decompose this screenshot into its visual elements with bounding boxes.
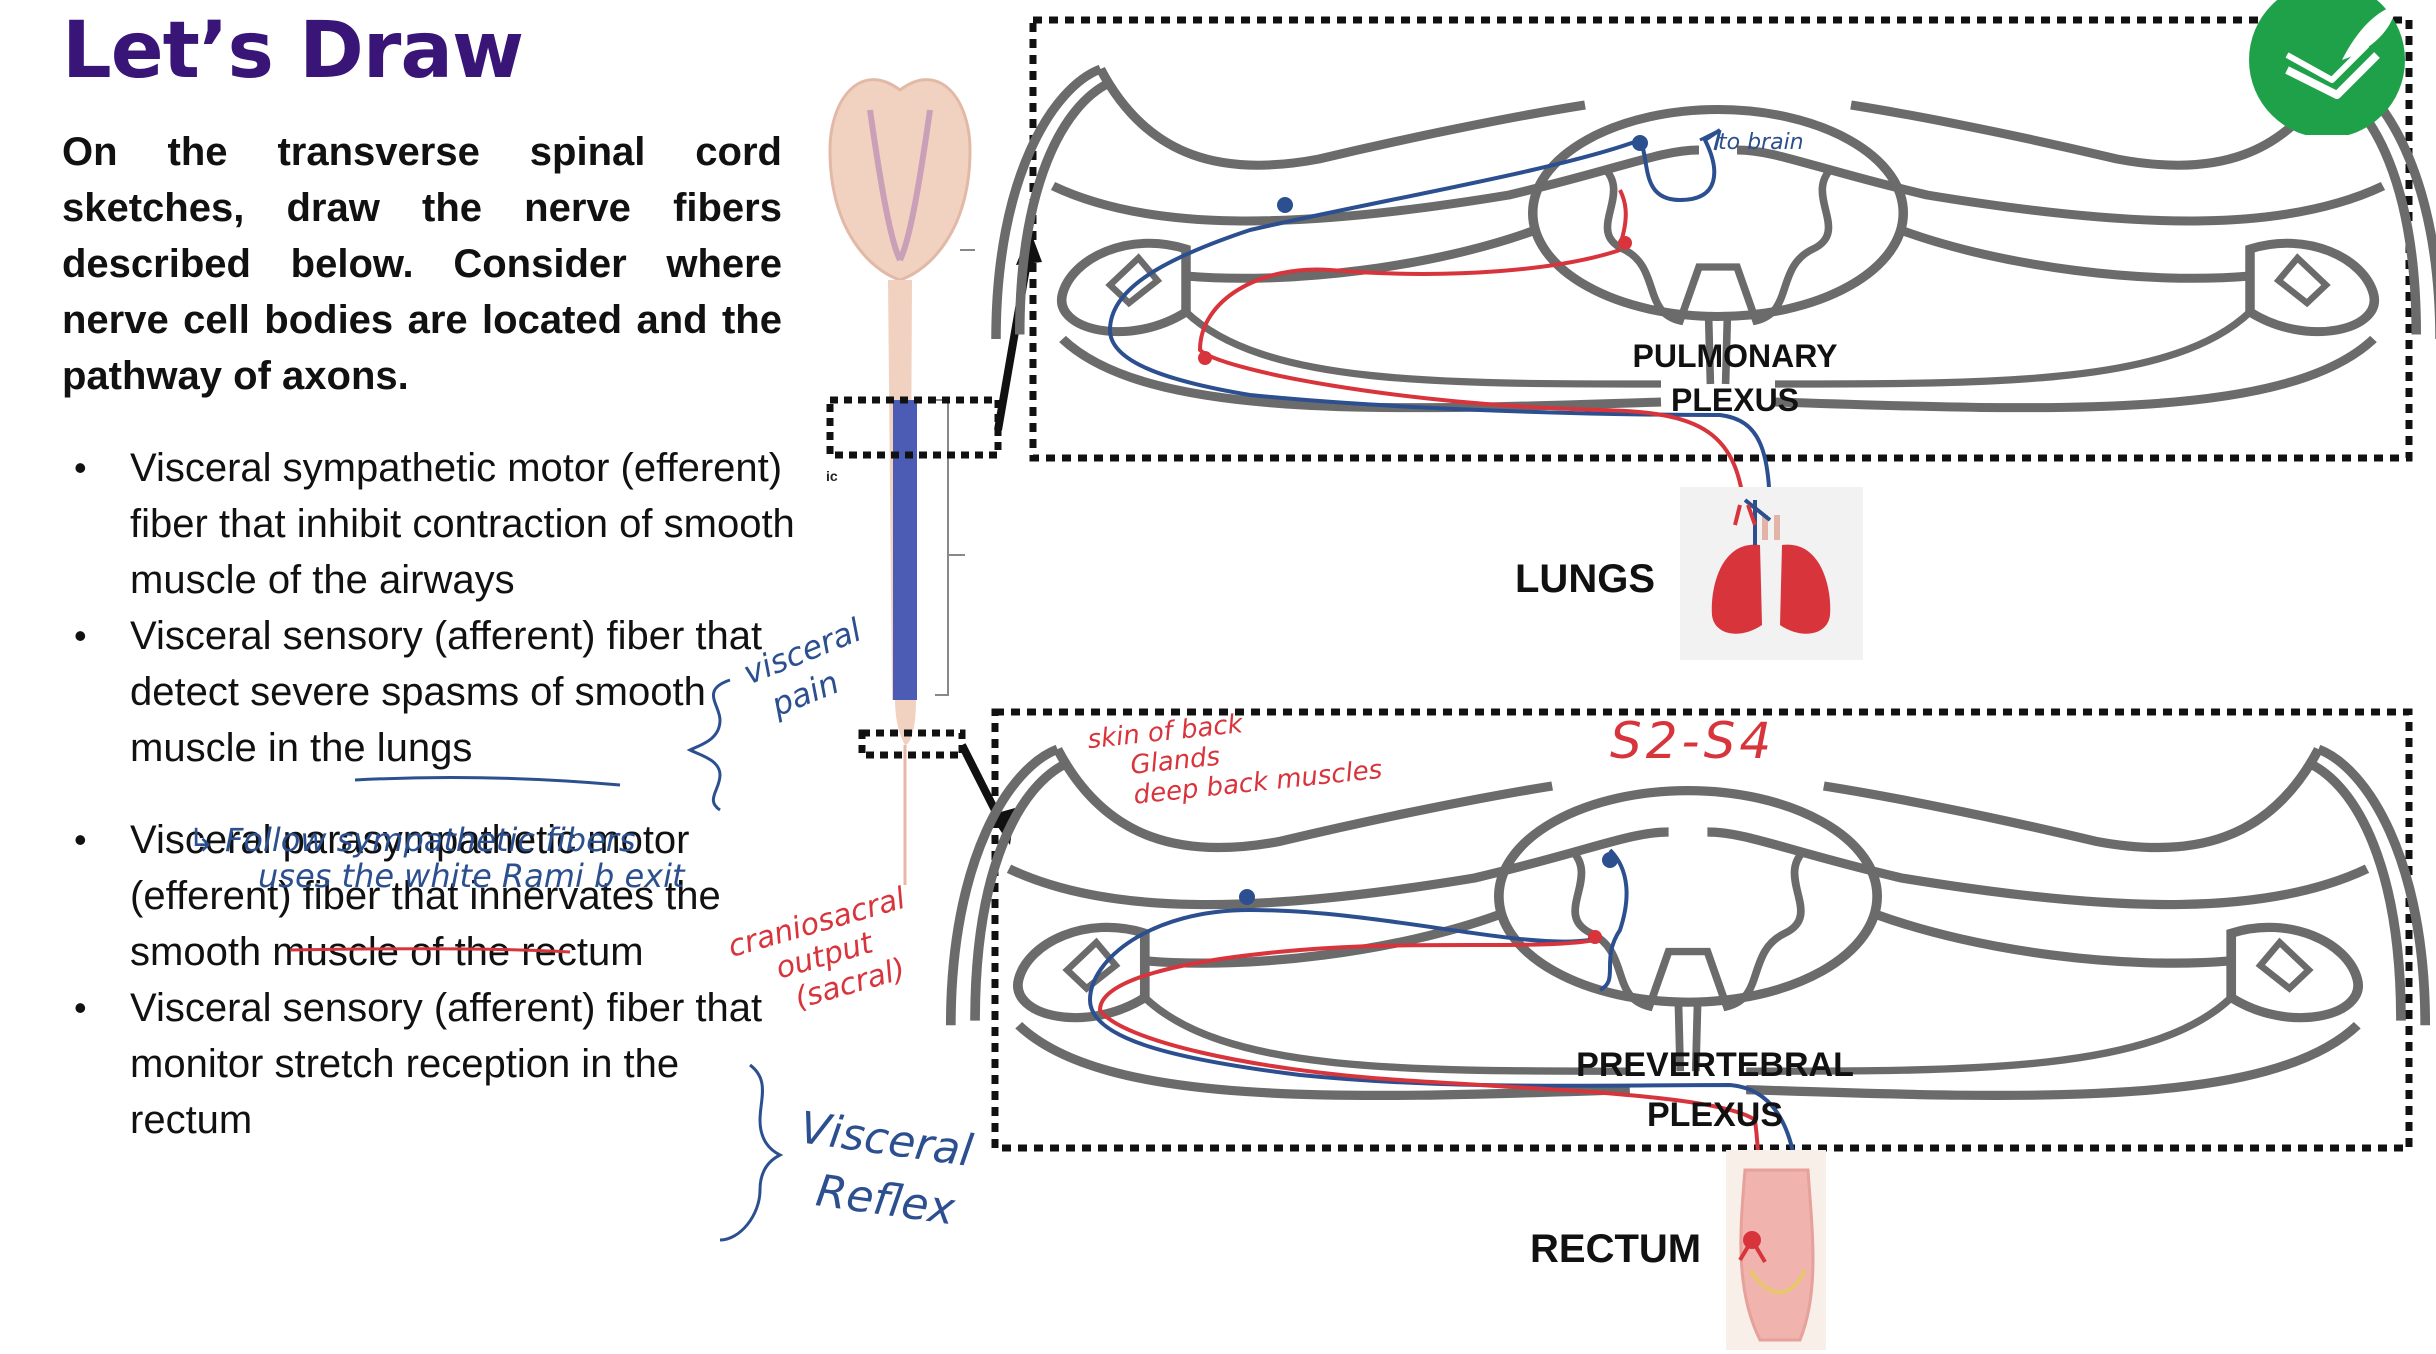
rectum-label: RECTUM <box>1530 1227 1702 1271</box>
to-brain-annotation: to brain <box>1718 130 1804 155</box>
annotation-line: ↳ Follow sympathetic fibers <box>188 821 636 859</box>
plexus-label-line: PLEXUS <box>1670 382 1800 418</box>
slide-title: Let’s Draw <box>62 6 524 96</box>
prevertebral-plexus-label: PREVERTEBRAL PLEXUS <box>1565 1040 1865 1140</box>
bullet-dot: • <box>74 987 87 1028</box>
top-diagram-frame <box>1029 16 2413 462</box>
bullet-dot: • <box>74 447 87 488</box>
notes-app-logo-icon[interactable] <box>2247 0 2417 135</box>
plexus-label-line: PULMONARY <box>1632 338 1838 374</box>
underline-mark <box>354 776 621 787</box>
underline-mark <box>289 947 571 954</box>
follow-sympathetic-annotation: ↳ Follow sympathetic fibers uses the whi… <box>188 822 685 894</box>
plexus-label-line: PREVERTEBRAL <box>1576 1046 1854 1084</box>
lungs-label: LUNGS <box>1515 557 1655 601</box>
instruction-text: On the transverse spinal cord sketches, … <box>62 130 782 398</box>
bullet-item: • Visceral sensory (afferent) fiber that … <box>62 980 802 1148</box>
lower-region-marker <box>858 729 966 759</box>
plexus-label-line: PLEXUS <box>1646 1096 1784 1134</box>
bullet-text: Visceral sensory (afferent) fiber that m… <box>130 986 763 1142</box>
lungs-illustration-icon <box>1680 487 1863 660</box>
rectum-illustration-icon <box>1726 1150 1826 1350</box>
bullet-text: Visceral sensory (afferent) fiber that d… <box>130 614 763 770</box>
bullet-dot: • <box>74 615 87 656</box>
spinal-level-annotation: S2-S4 <box>1610 712 1776 770</box>
top-nerve-pathways <box>1107 128 1782 535</box>
cropped-figure-label: ic <box>826 468 838 484</box>
bullet-item: • Visceral sympathetic motor (efferent) f… <box>62 440 802 608</box>
pulmonary-plexus-label: PULMONARY PLEXUS <box>1600 334 1870 422</box>
visceral-reflex-annotation: Visceral Reflex <box>787 1098 976 1241</box>
bottom-diagram-frame <box>991 708 2413 1152</box>
spinal-cord-illustration-icon <box>828 78 975 885</box>
annotation-line: uses the white Rami b exit <box>258 857 685 895</box>
bullet-item: • Visceral sensory (afferent) fiber that … <box>62 608 802 776</box>
bullet-dot: • <box>74 819 87 860</box>
upper-region-marker <box>826 396 1002 459</box>
bullet-list: • Visceral sympathetic motor (efferent) f… <box>62 440 802 1148</box>
brace-mark <box>686 678 731 812</box>
brace-mark <box>719 1063 784 1242</box>
bullet-text: Visceral sympathetic motor (efferent) fi… <box>130 446 795 602</box>
